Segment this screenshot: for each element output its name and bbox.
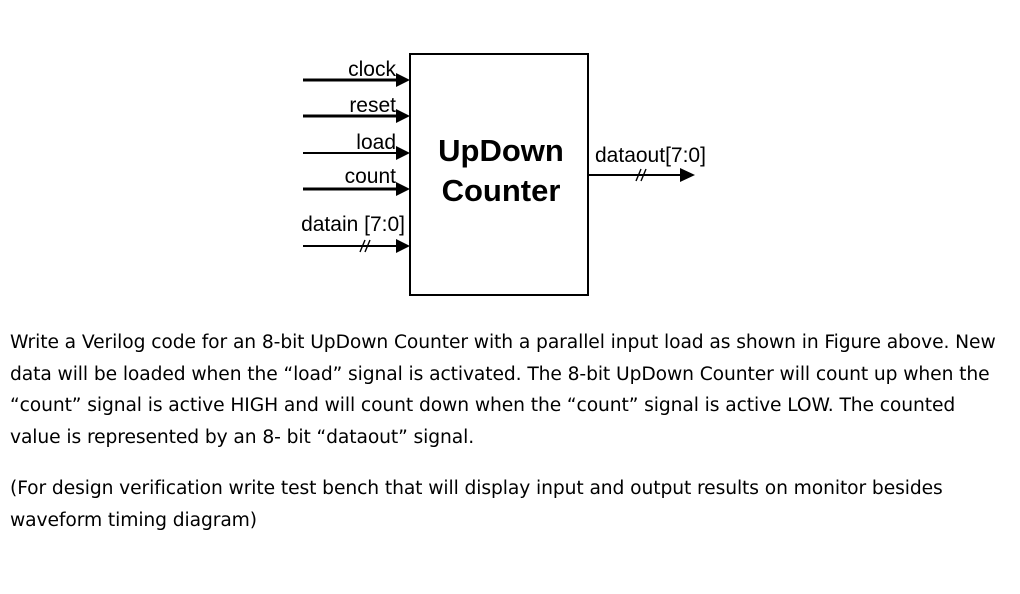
input-label-clock: clock	[348, 58, 396, 81]
input-label-datain: datain [7:0]	[301, 213, 405, 236]
verification-note: (For design verification write test benc…	[10, 478, 943, 531]
input-label-count: count	[345, 165, 397, 188]
block-label-line1: UpDown	[438, 133, 564, 168]
counter-block	[409, 53, 589, 296]
bus-slash	[640, 168, 647, 182]
input-load: load	[303, 131, 410, 160]
input-clock: clock	[303, 58, 410, 87]
bus-slash	[635, 168, 642, 182]
problem-statement: Write a Verilog code for an 8-bit UpDown…	[10, 332, 996, 448]
input-reset: reset	[303, 94, 410, 123]
input-datain: datain [7:0]	[301, 213, 410, 253]
bus-slash	[364, 239, 371, 253]
input-label-reset: reset	[349, 94, 396, 117]
input-label-load: load	[356, 131, 396, 154]
bus-slash	[359, 239, 366, 253]
output-label-dataout: dataout[7:0]	[595, 144, 706, 167]
updown-counter-diagram: UpDown Counter clock reset load count	[301, 53, 706, 296]
block-label-line2: Counter	[442, 173, 561, 208]
output-dataout: dataout[7:0]	[588, 144, 706, 182]
input-count: count	[303, 165, 410, 196]
